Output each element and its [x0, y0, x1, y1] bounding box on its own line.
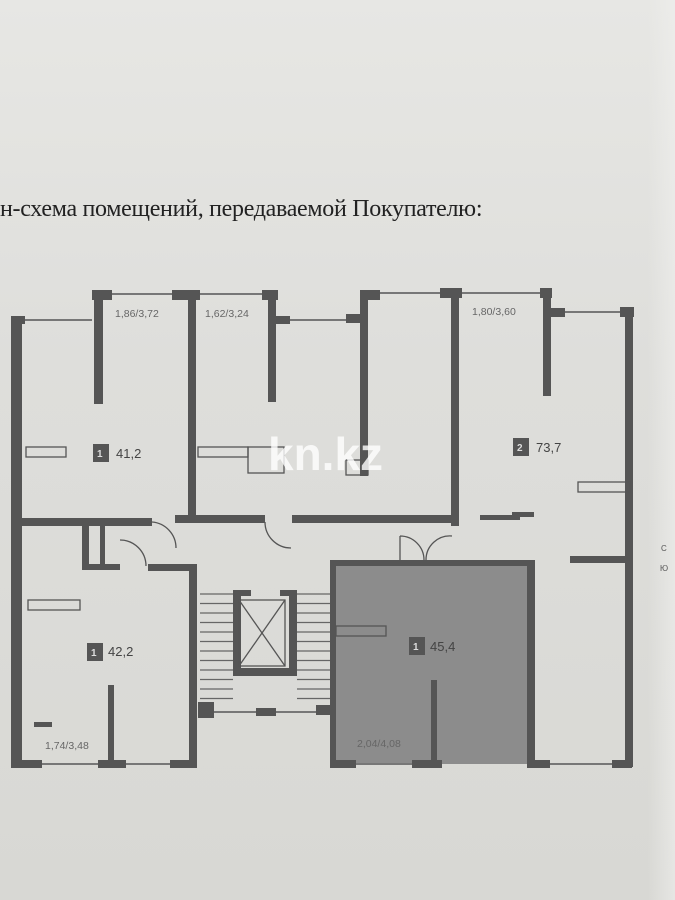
walls	[11, 288, 634, 768]
windows	[25, 292, 620, 765]
room-area: 45,4	[430, 639, 455, 654]
room-area: 42,2	[108, 644, 133, 659]
rooms-count: 1	[413, 642, 419, 653]
window-dim: 1,62/3,24	[205, 308, 249, 320]
window-dim: 2,04/4,08	[357, 738, 401, 750]
rooms-count: 2	[517, 443, 523, 454]
plan-heading: н-схема помещений, передаваемой Покупате…	[0, 196, 483, 222]
room-area: 73,7	[536, 440, 561, 455]
rooms-count: 1	[91, 648, 97, 659]
window-dim: 1,86/3,72	[115, 308, 159, 320]
watermark-logo: kn.kz	[268, 428, 383, 480]
photo-edge	[648, 0, 675, 900]
room-area: 41,2	[116, 446, 141, 461]
window-dim: 1,74/3,48	[45, 740, 89, 752]
window-dim: 1,80/3,60	[472, 306, 516, 318]
stairs	[200, 593, 330, 700]
fixtures	[25, 446, 631, 667]
compass-south: Ю	[660, 564, 668, 573]
compass-north: С	[661, 544, 667, 553]
rooms-count: 1	[97, 449, 103, 460]
